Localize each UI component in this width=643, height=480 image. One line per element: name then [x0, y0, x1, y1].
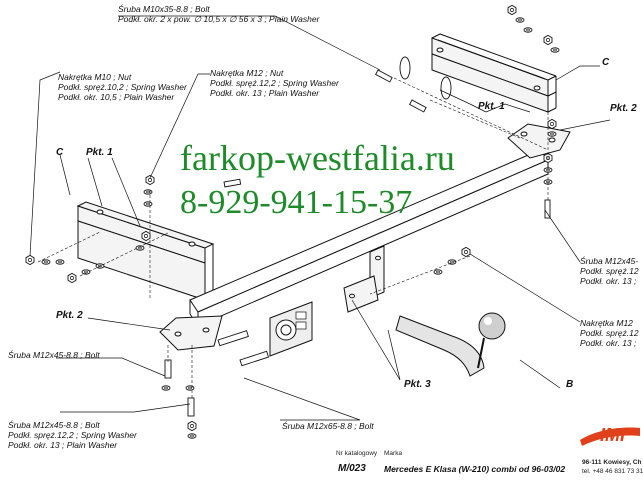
label-left-bolt: Śruba M12x45-8.8 ; Bolt [8, 350, 100, 360]
marker-pkt2-left: Pkt. 2 [56, 310, 83, 321]
marker-b: B [566, 379, 574, 390]
label-nut-m12-top: Nakrętka M12 ; Nut Podkł. spręż.12,2 ; S… [210, 68, 339, 98]
watermark-phone: 8-929-941-15-37 [180, 184, 413, 221]
electric-socket-plate [269, 301, 313, 357]
hitch-mount-brackets [343, 245, 385, 313]
company-phone: tel. +48 46 831 73 31 [582, 468, 643, 475]
brand-label: Marka [384, 450, 403, 457]
tow-ball-neck [395, 312, 506, 377]
label-bottom-bolt: Śruba M12x65-8.8 ; Bolt [282, 421, 374, 431]
right-end-plate [507, 123, 571, 159]
company-logo-graphic [580, 427, 640, 446]
company-logo-text: IMI [600, 425, 625, 445]
vehicle-model: Mercedes E Klasa (W-210) combi od 96-03/… [384, 464, 566, 474]
right-side-bracket [431, 33, 557, 113]
marker-pkt2-right: Pkt. 2 [610, 103, 637, 114]
company-address: 96-111 Kowiesy, Ch [582, 459, 642, 466]
label-nut-m10: Nakrętka M10 ; Nut Podkł. spręż.10,2 ; S… [58, 72, 187, 102]
marker-pkt3: Pkt. 3 [404, 379, 431, 390]
marker-c-left: C [56, 147, 64, 158]
left-end-plate [159, 315, 223, 351]
left-side-bracket [76, 201, 215, 301]
marker-pkt1-top: Pkt. 1 [478, 101, 505, 112]
marker-pkt1-left: Pkt. 1 [86, 147, 113, 158]
assembly-dashes [37, 77, 549, 398]
label-left-bolt-set: Śruba M12x45-8.8 ; Bolt Podkł. spręż.12,… [8, 420, 137, 450]
catalog-number: M/023 [338, 463, 366, 474]
leader-lines [29, 15, 611, 421]
bolts [164, 69, 551, 417]
label-top-bolt: Śruba M10x35-8.8 ; Bolt Podkł. okr. 2 x … [118, 4, 320, 24]
catalog-number-label: Nr katalogowy [336, 450, 378, 457]
label-right-bolt: Śruba M12x45- Podkł. spręż.12 Podkł. okr… [580, 256, 639, 286]
marker-c-top: C [602, 57, 610, 68]
label-right-nut: Nakrętka M12 Podkł. spręż.12 Podkł. okr.… [580, 318, 639, 348]
large-washers [399, 56, 452, 100]
watermark-site: farkop-westfalia.ru [180, 138, 455, 178]
